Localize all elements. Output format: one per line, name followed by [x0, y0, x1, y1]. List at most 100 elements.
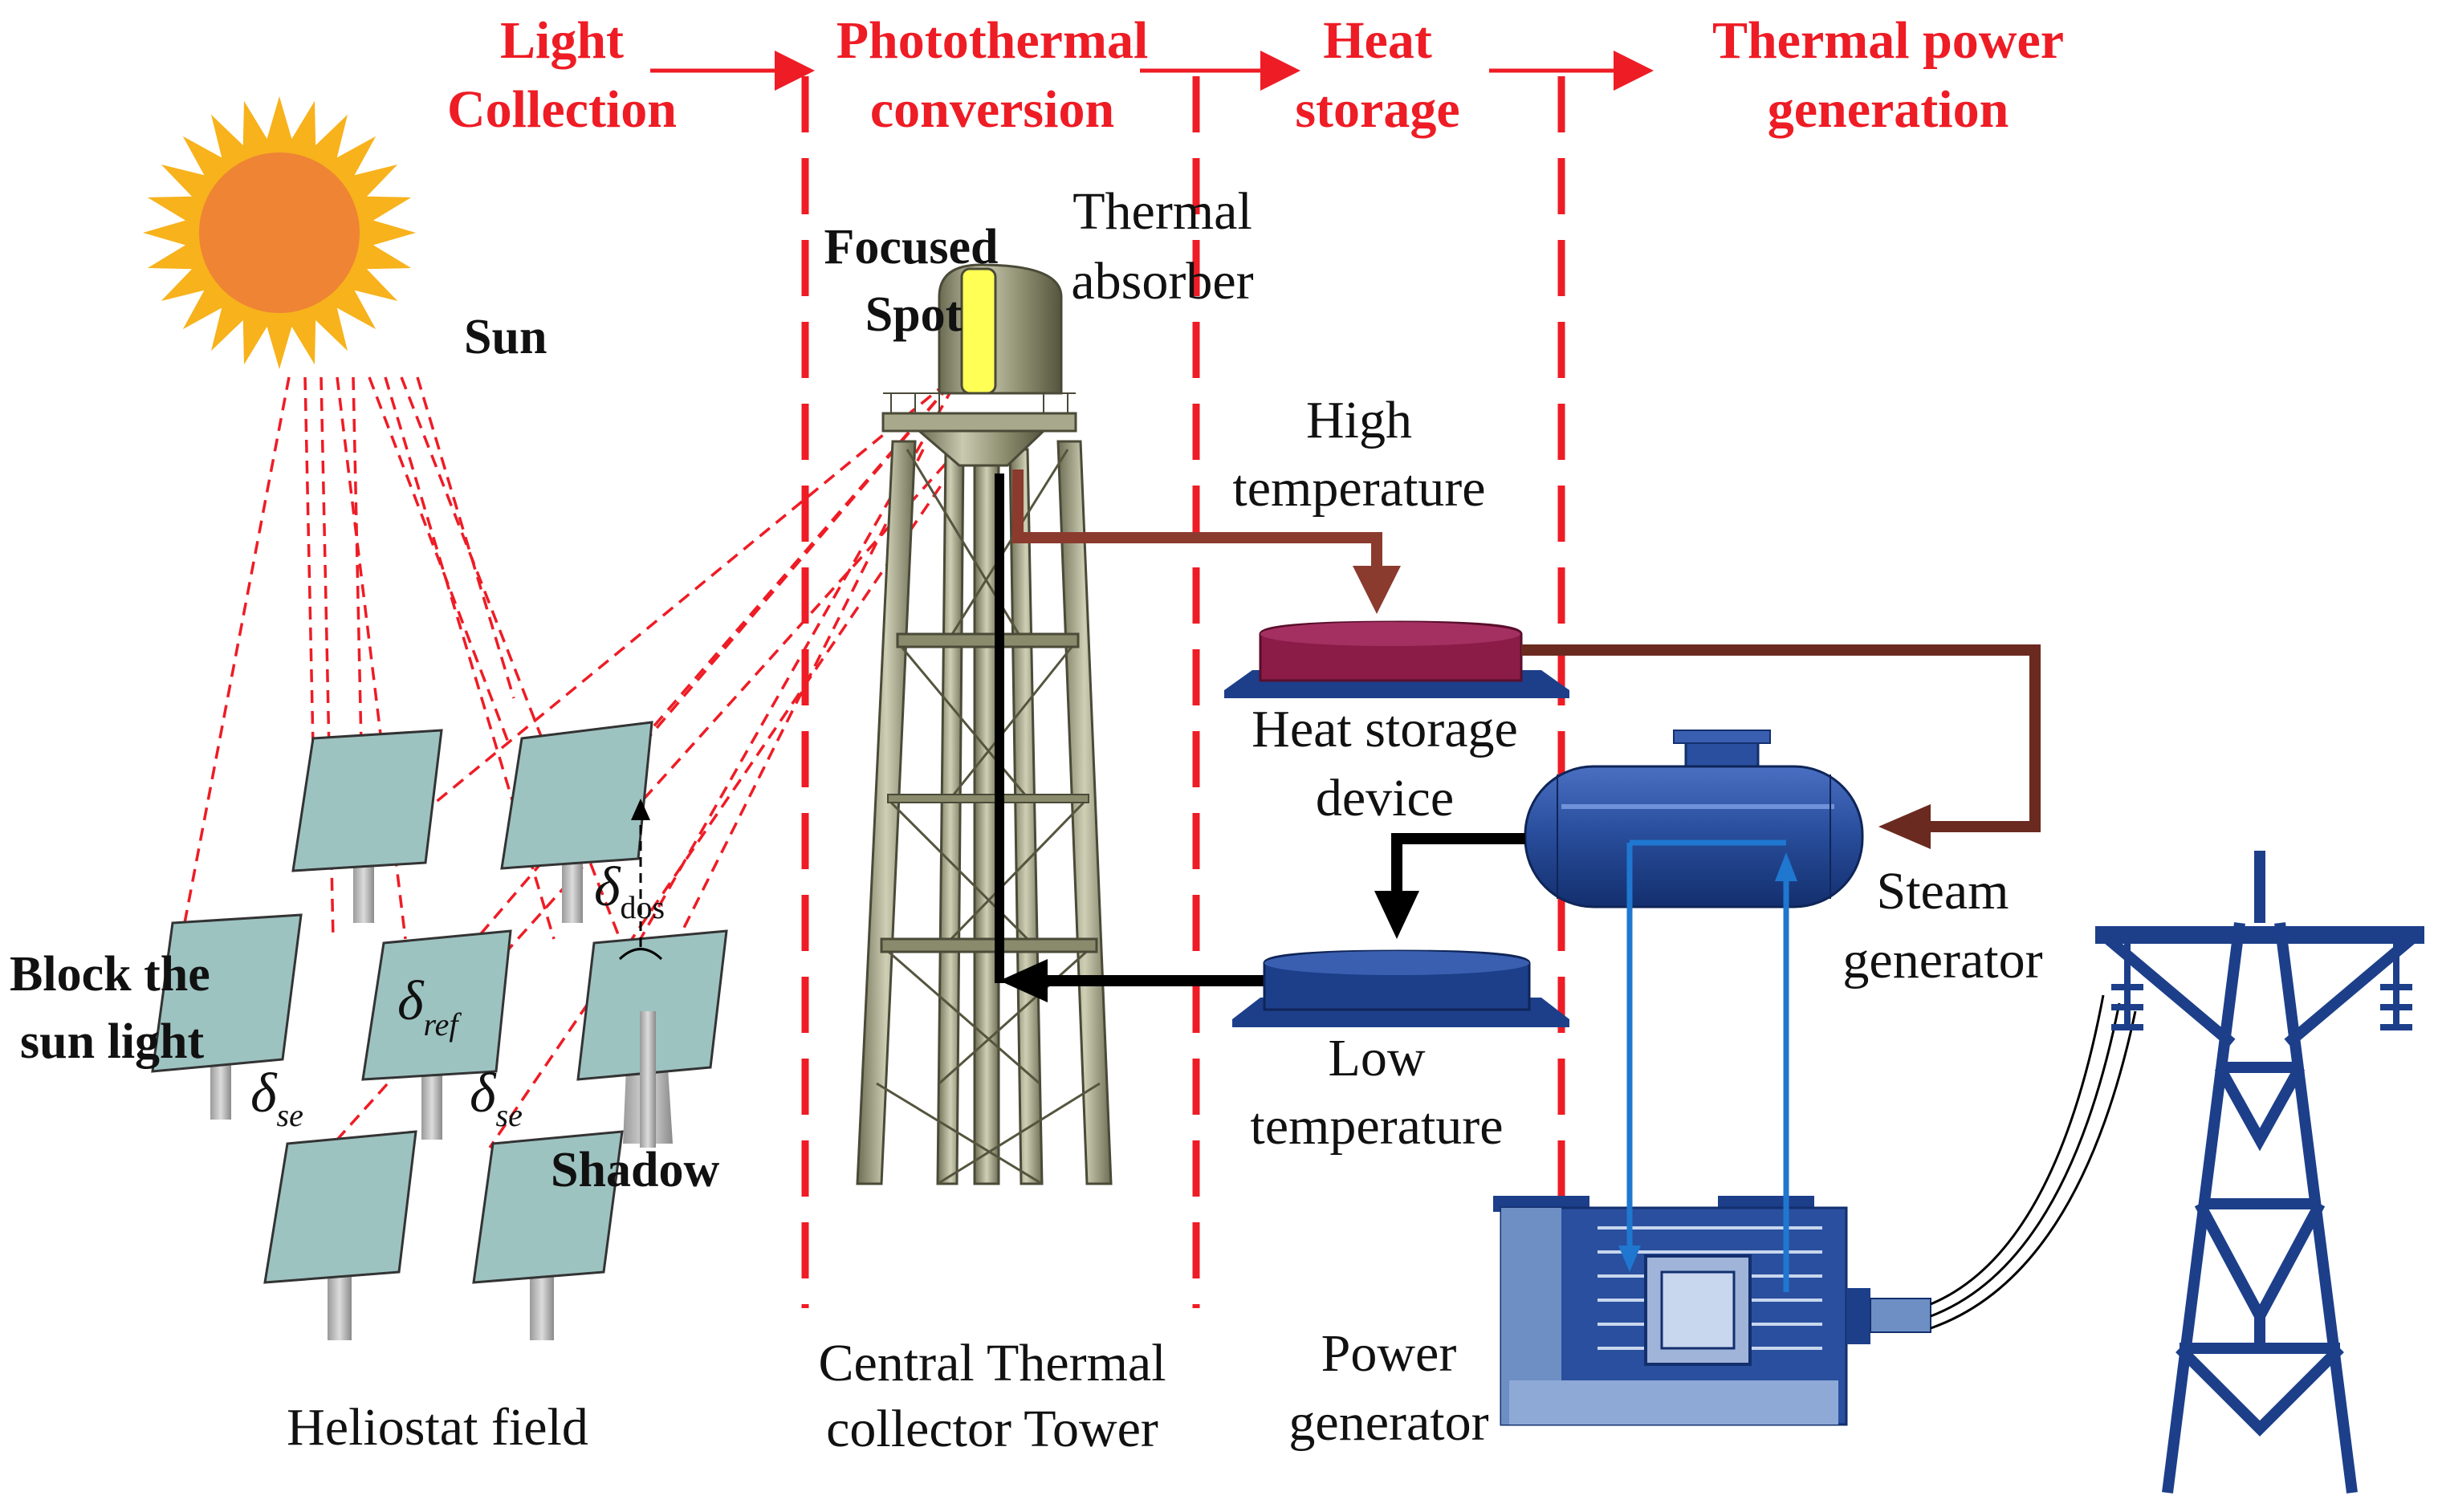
heliostat-post	[530, 1272, 554, 1340]
reflected-ray	[424, 368, 965, 812]
heat-storage-label-1: Heat storage	[1252, 700, 1518, 758]
heliostat-mirror	[291, 729, 443, 872]
heliostat-mirror	[472, 1130, 624, 1284]
condensate-up-arrow	[1775, 852, 1797, 881]
steam-nozzle-flange	[1673, 730, 1771, 744]
heliostat-post	[328, 1272, 352, 1340]
heliostat-field	[151, 721, 728, 1340]
ray	[352, 376, 363, 747]
dos-arc	[618, 948, 663, 961]
heliostat-post	[210, 1059, 231, 1120]
cold-pipe-down	[1391, 833, 1525, 899]
stage-heat-storage: Heat storage	[1295, 11, 1459, 139]
ray	[303, 376, 315, 747]
heat-storage-label-2: device	[1316, 769, 1454, 827]
hot-tank-top	[1260, 622, 1520, 646]
tower-leg	[1008, 448, 1044, 1185]
high-temperature-label-1: High	[1306, 391, 1412, 449]
steam-generator	[1524, 730, 1864, 908]
tower-leg	[856, 440, 917, 1185]
stage-2-line1: Photothermal	[836, 11, 1149, 70]
low-temperature-tank	[1232, 949, 1569, 1027]
focused-spot-label-2: Spot	[865, 287, 963, 342]
tower-braces	[2175, 1064, 2344, 1437]
delta-se-label-right: δse	[470, 1063, 523, 1133]
hot-pipe	[1012, 469, 1382, 570]
tank-cone	[915, 429, 1047, 467]
focused-spot	[960, 267, 997, 395]
stage-1-line2: Collection	[447, 80, 677, 139]
steam-flow-pipe	[1521, 644, 2041, 849]
hot-arrow-head	[1353, 566, 1401, 614]
thermal-absorber-label-2: absorber	[1071, 252, 1253, 311]
stage-4-line1: Thermal power	[1712, 11, 2064, 70]
generator-base-plate	[1509, 1380, 1838, 1425]
generator-terminal-cover	[1660, 1270, 1736, 1350]
reflected-ray	[336, 416, 989, 1141]
sun-core	[199, 152, 360, 313]
heliostat-post-tall	[640, 1011, 656, 1148]
stage-light-collection: Light Collection	[447, 11, 677, 139]
steam-down-arrow	[1618, 1246, 1641, 1272]
steam-turbine-loop	[1618, 839, 1797, 1292]
dos-arrow-head	[631, 799, 650, 820]
wire	[1930, 994, 2105, 1306]
cold-arrow-head-down	[1374, 891, 1419, 939]
tower-insulators	[2124, 939, 2399, 1027]
thermal-absorber-label-1: Thermal	[1072, 182, 1252, 241]
reflected-ray	[649, 368, 965, 732]
power-generator-label-1: Power	[1321, 1324, 1457, 1383]
insulator-discs	[2111, 984, 2412, 1030]
cold-arrow-head-left	[999, 959, 1048, 1002]
reflected-ray	[444, 368, 965, 977]
low-temperature-label-1: Low	[1329, 1029, 1426, 1087]
heliostat-post	[562, 863, 583, 923]
block-sun-light-label-1: Block the	[10, 947, 210, 1002]
heliostat-field-label: Heliostat field	[287, 1398, 588, 1457]
dos-angle-indicator	[618, 799, 663, 961]
high-temperature-label-2: temperature	[1232, 459, 1485, 518]
heat-storage-device	[1224, 620, 1569, 698]
delta-ref-label: δref	[397, 970, 462, 1043]
transmission-wires	[1930, 994, 2137, 1330]
tower-label-1: Central Thermal	[818, 1334, 1166, 1392]
tower-arm-brace	[2099, 930, 2420, 1048]
heliostat-mirror	[151, 913, 303, 1073]
steam-generator-label-2: generator	[1842, 931, 2042, 990]
hot-flow-pipe	[1012, 469, 1401, 614]
low-temperature-label-2: temperature	[1250, 1097, 1503, 1156]
tower-leg	[1056, 440, 1113, 1185]
tower-deck	[881, 412, 1077, 433]
stage-3-line2: storage	[1295, 80, 1459, 139]
power-generator-label-2: generator	[1288, 1393, 1488, 1452]
tower-platform	[887, 794, 1089, 803]
focused-spot-label-1: Focused	[824, 220, 999, 274]
stage-photothermal: Photothermal conversion	[836, 11, 1149, 139]
tower-platform	[896, 632, 1080, 648]
ray	[183, 376, 291, 924]
wire	[1930, 1002, 2121, 1318]
tower-label-2: collector Tower	[826, 1400, 1158, 1458]
power-generator	[1493, 1196, 1931, 1426]
steam-arrow-head	[1878, 804, 1931, 849]
delta-se-label-left: δse	[250, 1063, 303, 1133]
heliostat-mirror	[500, 721, 653, 870]
incident-rays	[183, 376, 628, 956]
receiver-tower	[856, 263, 1113, 1185]
stage-4-line2: generation	[1768, 80, 2009, 139]
heliostat-post	[353, 867, 374, 923]
generator-shaft	[1870, 1298, 1931, 1333]
sun-icon	[143, 96, 416, 369]
steam-pipe	[1521, 644, 2041, 832]
sun-label: Sun	[464, 310, 547, 364]
heliostat-mirror	[361, 929, 512, 1081]
cold-tank-top	[1264, 951, 1529, 975]
generator-shaft-collar	[1846, 1288, 1870, 1344]
stage-2-line2: conversion	[870, 80, 1114, 139]
stage-3-line1: Heat	[1323, 11, 1432, 70]
shadow-label: Shadow	[551, 1143, 719, 1197]
transmission-tower-icon	[2095, 851, 2424, 1494]
steam-generator-label-1: Steam	[1877, 862, 2009, 921]
wire	[1930, 1010, 2137, 1330]
